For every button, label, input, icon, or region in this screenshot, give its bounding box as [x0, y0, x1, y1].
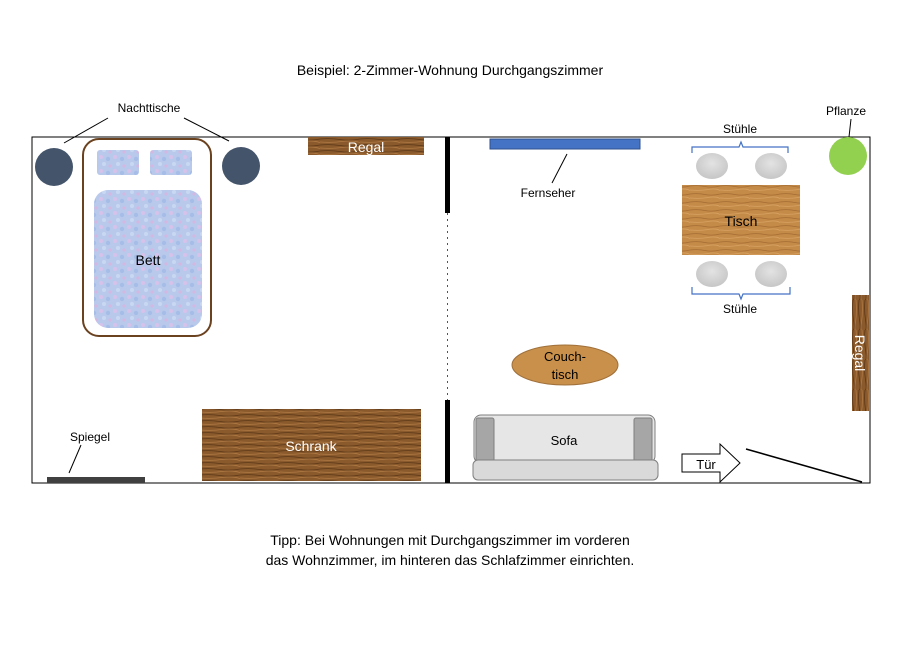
door-label: Tür	[696, 457, 716, 472]
chairs-bracket-bottom	[691, 287, 791, 301]
wardrobe	[202, 409, 421, 481]
plant-pointer	[848, 118, 852, 138]
tip-text: Tipp: Bei Wohnungen mit Durchgangszimmer…	[0, 530, 900, 570]
pillow-right	[150, 150, 192, 175]
chair	[755, 261, 787, 287]
plant	[829, 137, 867, 175]
nightstands-label: Nachttische	[118, 101, 181, 115]
nightstand-left	[35, 148, 73, 186]
page-title: Beispiel: 2-Zimmer-Wohnung Durchgangszim…	[296, 62, 604, 78]
dining-table	[682, 185, 800, 255]
sofa-label: Sofa	[551, 433, 579, 448]
coffee-table	[511, 344, 619, 386]
door-swing	[745, 448, 863, 483]
wardrobe-label: Schrank	[285, 438, 337, 454]
blanket	[94, 190, 202, 328]
nightstand-right	[222, 147, 260, 185]
shelf-top-label: Regal	[348, 139, 385, 155]
sofa-arm-left	[475, 417, 495, 463]
tv-label: Fernseher	[521, 186, 576, 200]
sofa-seat	[472, 459, 659, 481]
shelf-top	[308, 137, 424, 155]
chairs-bottom-label: Stühle	[723, 302, 757, 316]
tv	[489, 138, 641, 150]
chair	[696, 261, 728, 287]
sofa-arm-right	[633, 417, 653, 463]
chair	[696, 153, 728, 179]
chairs-bracket-top	[691, 140, 789, 153]
shelf-right-label: Regal	[852, 335, 868, 372]
coffee-table-label-line2: tisch	[552, 367, 579, 382]
table-label: Tisch	[725, 213, 758, 229]
mirror	[47, 477, 145, 483]
shelf-right	[852, 295, 869, 411]
mirror-pointer	[68, 444, 82, 474]
divider-wall-bottom	[445, 400, 450, 483]
nightstand-pointer-right	[183, 117, 230, 142]
pillow-left	[97, 150, 139, 175]
tip-line-2: das Wohnzimmer, im hinteren das Schlafzi…	[265, 552, 635, 568]
bed-label: Bett	[136, 252, 161, 268]
chairs-top-label: Stühle	[723, 122, 757, 136]
tv-pointer	[551, 153, 568, 184]
outer-wall	[31, 136, 871, 484]
door-arrow	[681, 442, 741, 484]
nightstand-pointer-left	[63, 117, 109, 144]
plant-label: Pflanze	[826, 104, 866, 118]
mirror-label: Spiegel	[70, 430, 110, 444]
chair	[755, 153, 787, 179]
divider-wall-top	[445, 137, 450, 213]
tip-line-1: Tipp: Bei Wohnungen mit Durchgangszimmer…	[270, 532, 630, 548]
coffee-table-label-line1: Couch-	[544, 349, 586, 364]
